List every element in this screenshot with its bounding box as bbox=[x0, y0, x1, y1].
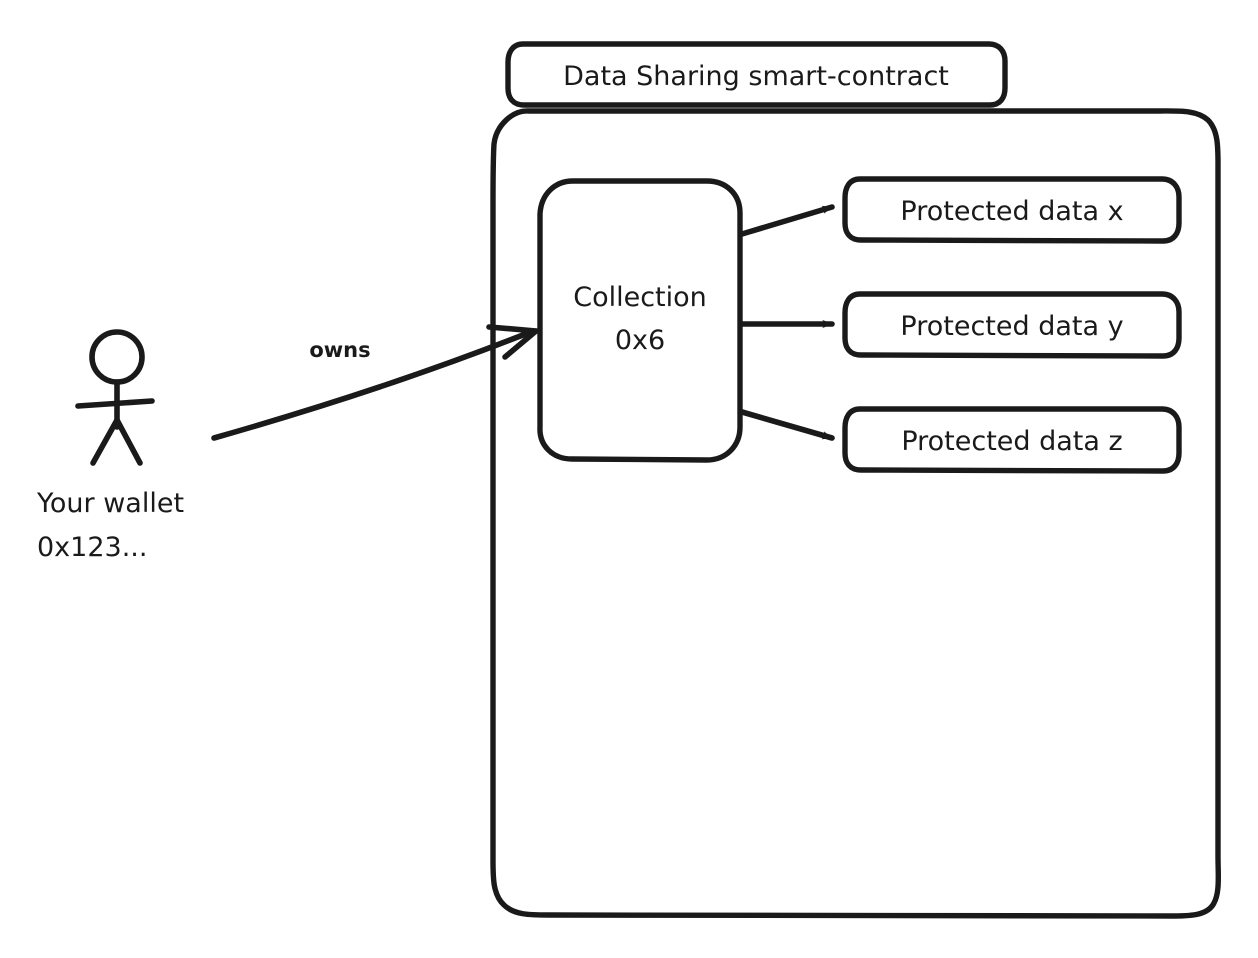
edge-label-owns: owns bbox=[309, 338, 370, 362]
edge-collection-to-z bbox=[739, 409, 835, 441]
wallet-label-line2: 0x123... bbox=[37, 532, 147, 563]
stick-figure-icon bbox=[75, 329, 155, 466]
title-label: Data Sharing smart-contract bbox=[563, 61, 949, 92]
protected-data-z-node[interactable]: Protected data z bbox=[842, 406, 1182, 474]
wallet-label-line1: Your wallet bbox=[36, 488, 184, 519]
edge-wallet-owns-collection: owns bbox=[211, 324, 539, 441]
protected-data-y-label: Protected data y bbox=[900, 311, 1123, 342]
title-box: Data Sharing smart-contract bbox=[505, 41, 1008, 108]
protected-data-x-node[interactable]: Protected data x bbox=[842, 176, 1182, 244]
protected-data-z-label: Protected data z bbox=[901, 426, 1122, 457]
collection-label-line2: 0x6 bbox=[615, 325, 665, 356]
collection-node[interactable]: Collection 0x6 bbox=[537, 178, 743, 463]
edge-collection-to-x bbox=[739, 204, 835, 237]
collection-label-line1: Collection bbox=[573, 282, 707, 313]
protected-data-y-node[interactable]: Protected data y bbox=[842, 291, 1182, 359]
protected-data-x-label: Protected data x bbox=[900, 196, 1123, 227]
